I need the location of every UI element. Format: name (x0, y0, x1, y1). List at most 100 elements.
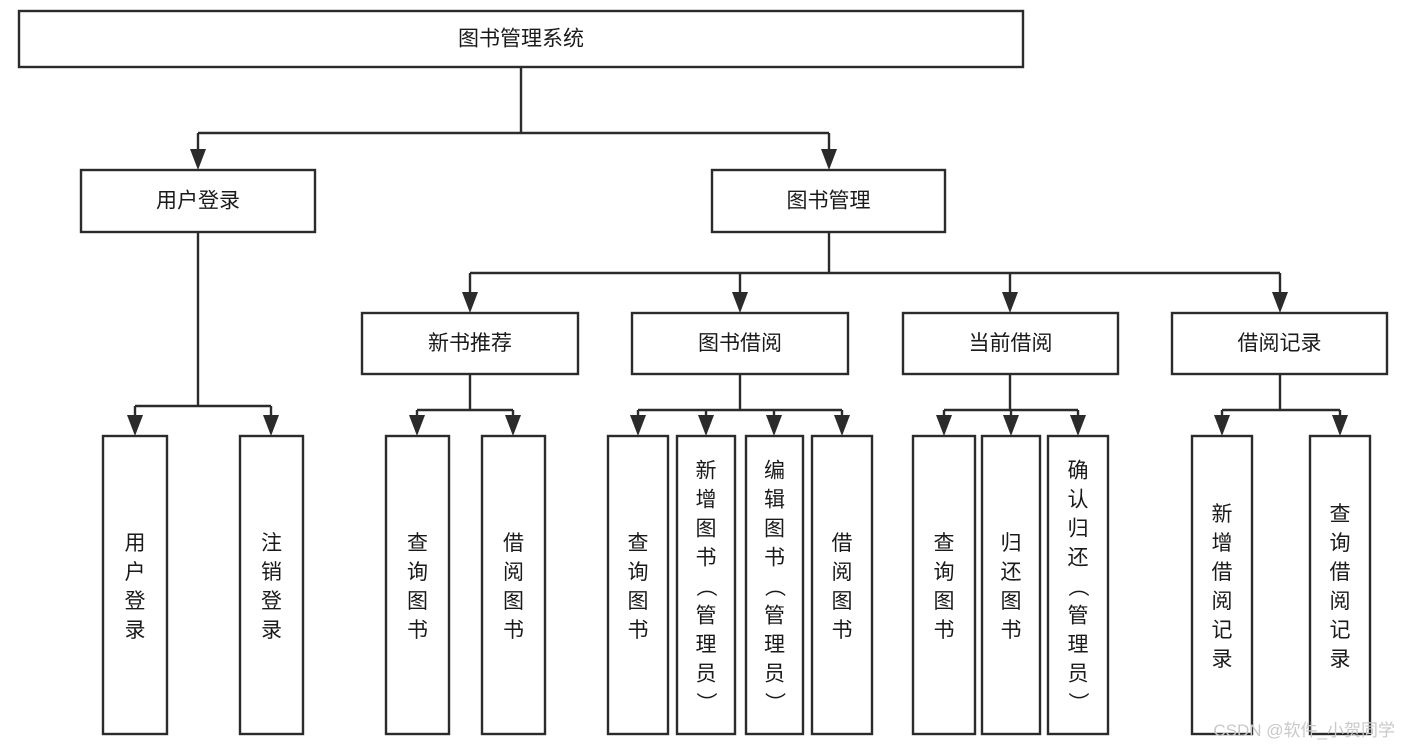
svg-text:借: 借 (1212, 561, 1233, 584)
edge-group-borrow (630, 374, 850, 436)
arrow-book-mgmt-to-new-book (462, 292, 478, 313)
leaf-4-box[interactable] (606, 434, 670, 736)
leaf-9-box[interactable] (980, 434, 1042, 736)
svg-text:书: 书 (764, 547, 785, 570)
arrow-user-login-leaf-2 (263, 415, 279, 436)
svg-text:还: 还 (1068, 547, 1089, 570)
level1-0-box[interactable] (79, 168, 317, 234)
arrow-records-leaf-2 (1332, 415, 1348, 436)
node-level2-1[interactable]: 图书借阅 (630, 311, 850, 376)
svg-text:（: （ (1066, 576, 1089, 597)
svg-text:借: 借 (1330, 561, 1351, 584)
arrow-book-mgmt-to-borrow (732, 292, 748, 313)
root-box[interactable] (17, 9, 1025, 69)
svg-text:销: 销 (261, 561, 282, 584)
level2-0-label: 新书推荐 (428, 332, 512, 355)
svg-text:阅: 阅 (503, 561, 524, 584)
svg-text:还: 还 (1001, 561, 1022, 584)
node-level1-1[interactable]: 图书管理 (710, 168, 947, 234)
leaf-2-box[interactable] (384, 434, 451, 736)
svg-text:户: 户 (125, 561, 146, 584)
arrow-book-mgmt-to-current (1002, 292, 1018, 313)
svg-text:图: 图 (832, 590, 853, 613)
leaf-8-box[interactable] (911, 434, 977, 736)
svg-text:询: 询 (628, 561, 649, 584)
svg-text:员: 员 (696, 663, 717, 686)
leaf-6-box[interactable] (744, 434, 805, 736)
arrow-root-to-book-mgmt (821, 149, 837, 170)
svg-text:图: 图 (628, 590, 649, 613)
level2-2-box[interactable] (901, 311, 1120, 376)
node-level1-0[interactable]: 用户登录 (79, 168, 317, 234)
node-level2-3[interactable]: 借阅记录 (1170, 311, 1389, 376)
leaf-5-box[interactable] (675, 434, 737, 736)
svg-text:理: 理 (1068, 634, 1089, 657)
node-leaf-0[interactable]: 用户登录 (101, 434, 169, 736)
svg-text:新: 新 (696, 460, 717, 483)
svg-text:图: 图 (764, 518, 785, 541)
leaf-3-box[interactable] (480, 434, 547, 736)
svg-text:书: 书 (503, 619, 524, 642)
arrow-root-to-user-login (190, 149, 206, 170)
svg-text:书: 书 (832, 619, 853, 642)
node-level2-2[interactable]: 当前借阅 (901, 311, 1120, 376)
leaf-7-box[interactable] (810, 434, 874, 736)
svg-text:阅: 阅 (1212, 590, 1233, 613)
level2-2-label: 当前借阅 (969, 332, 1053, 355)
level2-0-box[interactable] (360, 311, 580, 376)
svg-text:查: 查 (1330, 503, 1351, 526)
svg-text:查: 查 (407, 532, 428, 555)
leaf-0-box[interactable] (101, 434, 169, 736)
svg-text:图: 图 (503, 590, 524, 613)
leaf-1-box[interactable] (238, 434, 305, 736)
svg-text:新: 新 (1212, 503, 1233, 526)
svg-text:借: 借 (503, 532, 524, 555)
leaf-12-box[interactable] (1308, 434, 1372, 736)
svg-text:登: 登 (125, 590, 146, 613)
node-level2-0[interactable]: 新书推荐 (360, 311, 580, 376)
svg-text:归: 归 (1068, 518, 1089, 541)
level2-3-label: 借阅记录 (1238, 332, 1322, 355)
svg-text:）: ） (1066, 692, 1089, 713)
svg-text:理: 理 (696, 634, 717, 657)
leaf-11-box[interactable] (1190, 434, 1254, 736)
svg-text:）: ） (694, 692, 717, 713)
edge-group-new-book (409, 374, 521, 436)
node-root[interactable]: 图书管理系统 (17, 9, 1025, 69)
svg-text:录: 录 (125, 619, 146, 642)
svg-text:登: 登 (261, 590, 282, 613)
svg-text:管: 管 (764, 605, 785, 628)
arrow-borrow-leaf-2 (698, 415, 714, 436)
arrow-current-leaf-3 (1070, 415, 1086, 436)
svg-text:注: 注 (261, 532, 282, 555)
level1-1-box[interactable] (710, 168, 947, 234)
edge-group-user-login (127, 232, 279, 436)
svg-text:书: 书 (696, 547, 717, 570)
arrow-current-leaf-1 (936, 415, 952, 436)
arrow-user-login-leaf-1 (127, 415, 143, 436)
leaf-10-box[interactable] (1046, 434, 1110, 736)
arrow-borrow-leaf-3 (766, 415, 782, 436)
level2-3-box[interactable] (1170, 311, 1389, 376)
arrow-records-leaf-1 (1214, 415, 1230, 436)
svg-text:图: 图 (407, 590, 428, 613)
level2-1-box[interactable] (630, 311, 850, 376)
